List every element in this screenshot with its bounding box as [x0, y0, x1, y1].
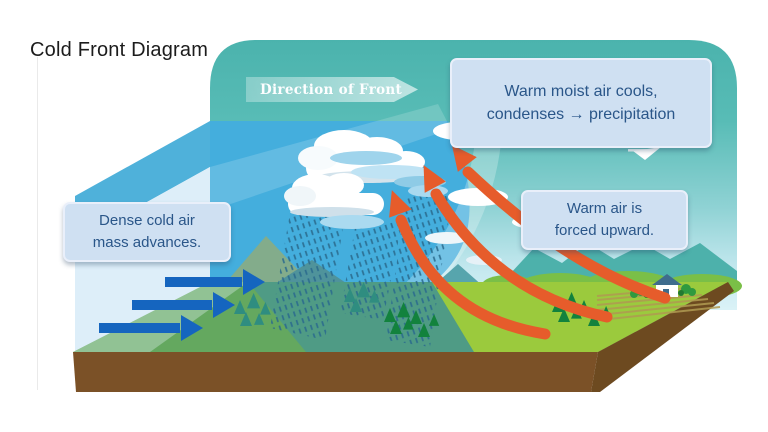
- callout-warm-moist: Warm moist air cools, condenses → precip…: [450, 58, 712, 148]
- wedge-haze-on-grass: [73, 282, 248, 352]
- cold-air-advance-arrows-icon: [99, 269, 265, 341]
- callout-warm-moist-line1: Warm moist air cools,: [504, 82, 658, 100]
- callout-warm-air-line2: forced upward.: [554, 222, 655, 239]
- page-edge-line: [37, 57, 38, 390]
- direction-of-front-arrow: Direction of Front: [246, 77, 418, 102]
- callout-dense-cold-line2: mass advances.: [92, 234, 202, 251]
- airplane-icon: [628, 147, 661, 160]
- soil-front-face: [73, 352, 598, 392]
- page-title: Cold Front Diagram: [30, 39, 209, 62]
- direction-of-front-label: Direction of Front: [260, 81, 403, 98]
- callout-warm-air: Warm air is forced upward.: [521, 190, 688, 250]
- callout-warm-moist-line2: condenses → precipitation: [486, 106, 676, 123]
- callout-warm-air-line1: Warm air is: [566, 200, 643, 218]
- callout-dense-cold-line1: Dense cold air: [99, 212, 195, 230]
- callout-dense-cold: Dense cold air mass advances.: [63, 202, 231, 262]
